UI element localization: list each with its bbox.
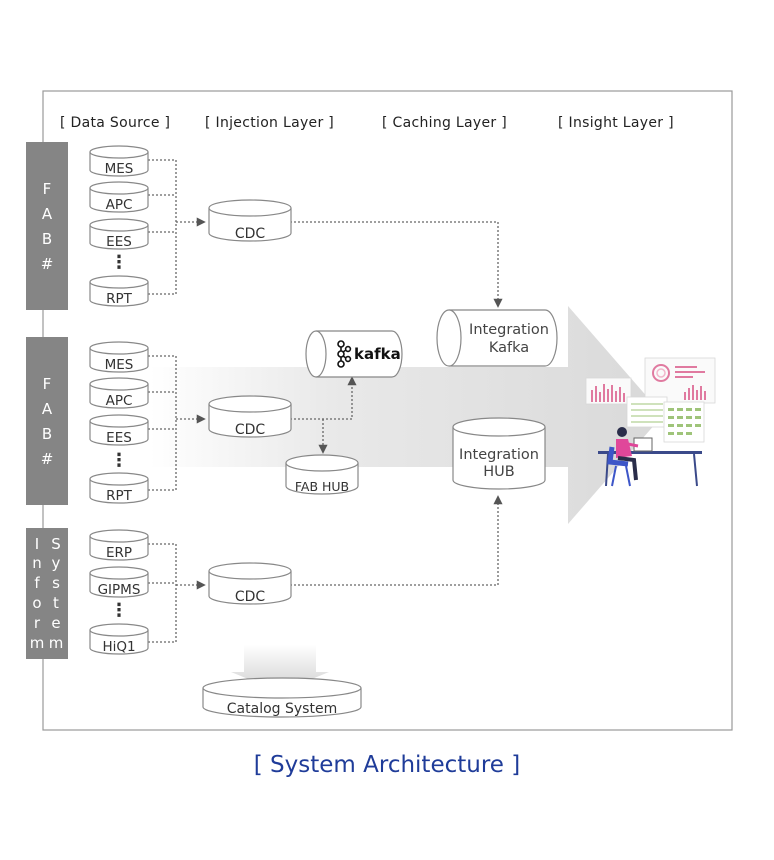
chair-icon [607, 446, 629, 467]
cdc-fab1: CDC [208, 199, 292, 242]
info-side-char: r [34, 614, 41, 632]
fab-hub-label: FAB HUB [295, 479, 349, 494]
fab1-side-char: # [41, 255, 54, 273]
cdc-label: CDC [235, 422, 266, 438]
desk-icon [598, 451, 702, 454]
layer-header-injection: [ Injection Layer ] [205, 115, 334, 131]
info-source-label: GIPMS [98, 582, 141, 598]
architecture-diagram: [ Data Source ] [ Injection Layer ] [ Ca… [26, 90, 733, 731]
fab1-side-char: B [42, 230, 52, 248]
fab1-source-apc: APC [89, 181, 149, 213]
table-chart-icon [668, 408, 701, 435]
layer-header-data-source: [ Data Source ] [60, 115, 170, 131]
integration-hub-label: Integration [459, 447, 539, 463]
fab1-source-label: APC [106, 197, 133, 213]
info-system-side-label: I n f o r m S y s t e m [30, 535, 64, 652]
integration-hub-label: HUB [483, 464, 514, 480]
person-icon [607, 427, 639, 487]
figure-caption: [ System Architecture ] [253, 752, 521, 778]
fab2-side-char: # [41, 450, 54, 468]
fab2-source-label: RPT [106, 488, 133, 504]
cdc-label: CDC [235, 226, 266, 242]
fab1-ellipsis: ⋮ [110, 252, 128, 273]
info-side-char: o [32, 594, 41, 612]
info-connectors [148, 495, 503, 643]
info-side-char: s [52, 574, 60, 592]
fab2-side-label: F A B # [41, 375, 54, 468]
fab2-side-char: A [42, 400, 53, 418]
info-source-label: ERP [106, 545, 132, 561]
info-ellipsis: ⋮ [110, 600, 128, 621]
info-side-char: e [51, 614, 60, 632]
info-side-char: n [32, 554, 42, 572]
info-system-side-bar [26, 528, 68, 659]
fab2-side-bar [26, 337, 68, 505]
cdc-fab2: CDC [208, 395, 292, 438]
fab1-source-ees: EES [89, 218, 149, 250]
info-side-char: y [52, 554, 61, 572]
legend-lines-icon [675, 366, 705, 378]
integration-kafka-cylinder: Integration Kafka [436, 309, 558, 367]
info-side-char: I [35, 535, 39, 553]
layer-header-caching: [ Caching Layer ] [382, 115, 507, 131]
fab1-side-label: F A B # [41, 180, 54, 273]
cdc-info-system: CDC [208, 562, 292, 605]
fab2-source-label: APC [106, 393, 133, 409]
fab2-source-label: MES [105, 357, 134, 373]
flow-arrow-band [150, 306, 663, 524]
fab2-side-char: F [43, 375, 52, 393]
info-source-erp: ERP [89, 529, 149, 561]
donut-inner-icon [656, 368, 666, 378]
fab1-source-mes: MES [89, 145, 149, 177]
insight-illustration [585, 357, 716, 487]
fab2-ellipsis: ⋮ [110, 450, 128, 471]
fab2-side-char: B [42, 425, 52, 443]
fab1-side-bar [26, 142, 68, 310]
fab2-source-apc: APC [89, 377, 149, 409]
info-side-char: S [51, 535, 61, 553]
fab2-source-ees: EES [89, 414, 149, 446]
kafka-label: kafka [354, 345, 401, 363]
donut-chart-icon [652, 364, 670, 382]
integration-kafka-label: Integration [469, 322, 549, 338]
catalog-system-label: Catalog System [227, 701, 337, 717]
fab1-source-rpt: RPT [89, 275, 149, 307]
fab2-source-mes: MES [89, 341, 149, 373]
info-source-gipms: GIPMS [89, 566, 149, 598]
fab1-source-label: RPT [106, 291, 133, 307]
fab1-side-char: A [42, 205, 53, 223]
integration-kafka-label: Kafka [489, 340, 529, 356]
fab2-source-rpt: RPT [89, 472, 149, 504]
fab2-source-label: EES [106, 430, 132, 446]
cdc-label: CDC [235, 589, 266, 605]
info-source-hiq1: HiQ1 [89, 623, 149, 655]
grid-chart-icon [631, 403, 663, 423]
info-side-char: t [53, 594, 59, 612]
fab1-source-label: MES [105, 161, 134, 177]
fab2-connectors [148, 355, 357, 491]
info-side-char: m [49, 634, 64, 652]
kafka-cylinder: kafka [305, 330, 403, 378]
fab-hub-cylinder: FAB HUB [285, 454, 359, 495]
desk-legs-icon [605, 453, 698, 487]
info-source-label: HiQ1 [102, 639, 135, 655]
fab1-side-char: F [43, 180, 52, 198]
bar-chart-icon [591, 384, 625, 402]
layer-header-insight: [ Insight Layer ] [558, 115, 674, 131]
fab1-source-label: EES [106, 234, 132, 250]
catalog-system-cylinder: Catalog System [202, 677, 362, 718]
kafka-logo-icon [337, 340, 352, 368]
fab1-connectors [148, 159, 503, 308]
mini-bars-icon [684, 385, 706, 400]
integration-hub-cylinder: Integration HUB [452, 417, 546, 490]
info-side-char: f [34, 574, 40, 592]
info-side-char: m [30, 634, 45, 652]
